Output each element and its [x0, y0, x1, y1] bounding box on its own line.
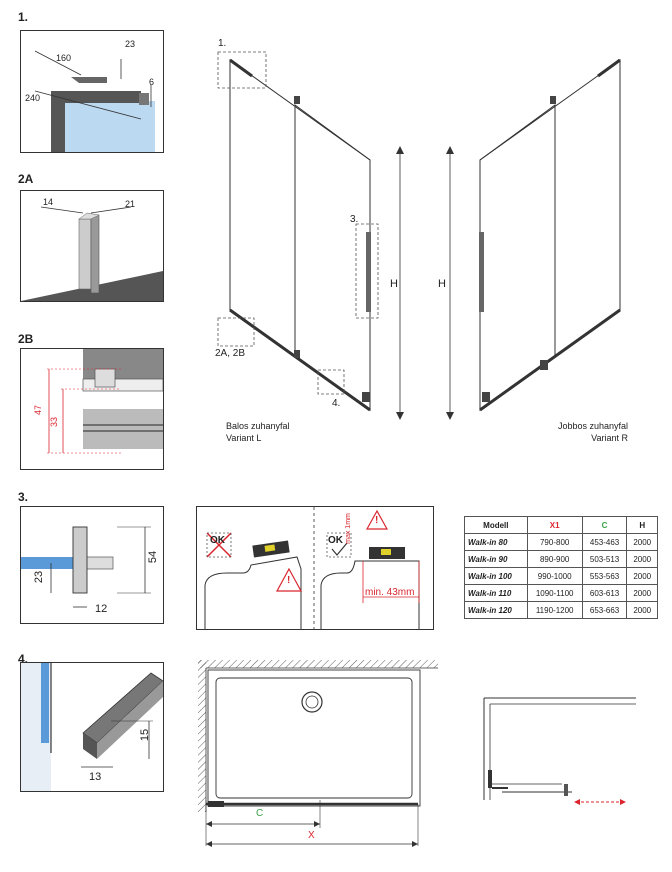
cell-c: 503-513	[581, 550, 628, 568]
dim-23: 23	[33, 570, 46, 584]
detail-2a-box: 14 21	[20, 190, 164, 302]
max-1mm-label: max 1mm	[344, 513, 352, 544]
callout-1: 1.	[218, 38, 227, 49]
ok-label-bad: OK	[210, 535, 225, 546]
callout-4: 4.	[332, 398, 341, 409]
section-label-2b: 2B	[18, 332, 34, 346]
caption-variant-r-line2: Variant R	[591, 433, 628, 443]
caption-variant-l: Balos zuhanyfal Variant L	[226, 420, 290, 444]
cell-h: 2000	[626, 533, 658, 551]
caption-variant-l-line2: Variant L	[226, 433, 262, 443]
dim-240: 240	[25, 93, 41, 103]
dim-47: 47	[33, 404, 44, 416]
header-h: H	[626, 516, 658, 534]
table-row: Walk-in 110 1090-1100 603-613 2000	[464, 584, 658, 602]
main-elevation-drawing	[217, 51, 621, 420]
section-label-1: 1.	[18, 10, 29, 24]
dim-33: 33	[49, 416, 60, 428]
warning-icon-left: !	[287, 575, 291, 586]
sliding-sketch-drawing	[483, 697, 636, 805]
cell-h: 2000	[626, 601, 658, 619]
cell-modell: Walk-in 90	[464, 550, 528, 568]
dim-14: 14	[43, 197, 54, 207]
dim-6: 6	[149, 77, 155, 87]
dim-23: 23	[125, 39, 136, 49]
spec-table: Modell X1 C H Walk-in 80 790-800 453-463…	[464, 516, 658, 619]
dim-13: 13	[89, 771, 102, 783]
section-label-4: 4.	[18, 652, 29, 666]
detail-2b-box: 47 33	[20, 348, 164, 470]
plan-view-drawing	[198, 660, 438, 847]
header-modell: Modell	[464, 516, 528, 534]
level-panel: OK OK max 1mm min. 43mm ! !	[196, 506, 434, 630]
callout-3: 3.	[350, 214, 359, 225]
table-row: Walk-in 120 1190-1200 653-663 2000	[464, 601, 658, 619]
level-panel-drawing	[204, 507, 420, 629]
dim-160: 160	[56, 53, 72, 63]
caption-variant-l-line1: Balos zuhanyfal	[226, 421, 290, 431]
detail-3-drawing	[21, 526, 151, 608]
table-row: Walk-in 100 990-1000 553-563 2000	[464, 567, 658, 585]
warning-icon-right: !	[375, 515, 379, 526]
cell-c: 603-613	[581, 584, 628, 602]
dim-15: 15	[139, 728, 152, 742]
dim-21: 21	[125, 199, 136, 209]
detail-1-drawing	[34, 50, 155, 152]
detail-3-box: 54 23 12	[20, 506, 164, 624]
caption-variant-r: Jobbos zuhanyfal Variant R	[530, 420, 628, 444]
detail-2b-drawing	[47, 349, 163, 454]
ok-label-good: OK	[328, 535, 343, 546]
detail-4-drawing	[21, 663, 163, 791]
header-c: C	[581, 516, 628, 534]
detail-2a-drawing	[21, 206, 163, 301]
cell-modell: Walk-in 120	[464, 601, 528, 619]
cell-modell: Walk-in 100	[464, 567, 528, 585]
cell-c: 653-663	[581, 601, 628, 619]
dim-12: 12	[95, 603, 108, 615]
plan-c-label: C	[256, 808, 264, 819]
cell-c: 453-463	[581, 533, 628, 551]
height-label-right: H	[438, 278, 446, 290]
cell-modell: Walk-in 80	[464, 533, 528, 551]
detail-4-box: 15 13	[20, 662, 164, 792]
cell-c: 553-563	[581, 567, 628, 585]
caption-variant-r-line1: Jobbos zuhanyfal	[557, 421, 628, 431]
callout-2a-2b: 2A, 2B	[215, 348, 246, 359]
table-row: Walk-in 80 790-800 453-463 2000	[464, 533, 658, 551]
cell-h: 2000	[626, 550, 658, 568]
table-row: Walk-in 90 890-900 503-513 2000	[464, 550, 658, 568]
section-label-3: 3.	[18, 490, 29, 504]
cell-x1: 1090-1100	[526, 584, 583, 602]
min-43mm-label: min. 43mm	[365, 587, 415, 598]
cell-modell: Walk-in 110	[464, 584, 528, 602]
cell-x1: 790-800	[526, 533, 583, 551]
height-label-left: H	[390, 278, 398, 290]
cell-h: 2000	[626, 584, 658, 602]
cell-x1: 890-900	[526, 550, 583, 568]
cell-h: 2000	[626, 567, 658, 585]
header-x1: X1	[526, 516, 583, 534]
section-label-2a: 2A	[18, 172, 34, 186]
dim-54: 54	[147, 550, 160, 564]
cell-x1: 990-1000	[526, 567, 583, 585]
detail-1-box: 160 23 6 240	[20, 30, 164, 153]
plan-x-label: X	[308, 830, 315, 841]
spec-table-header-row: Modell X1 C H	[464, 516, 658, 534]
cell-x1: 1190-1200	[526, 601, 583, 619]
